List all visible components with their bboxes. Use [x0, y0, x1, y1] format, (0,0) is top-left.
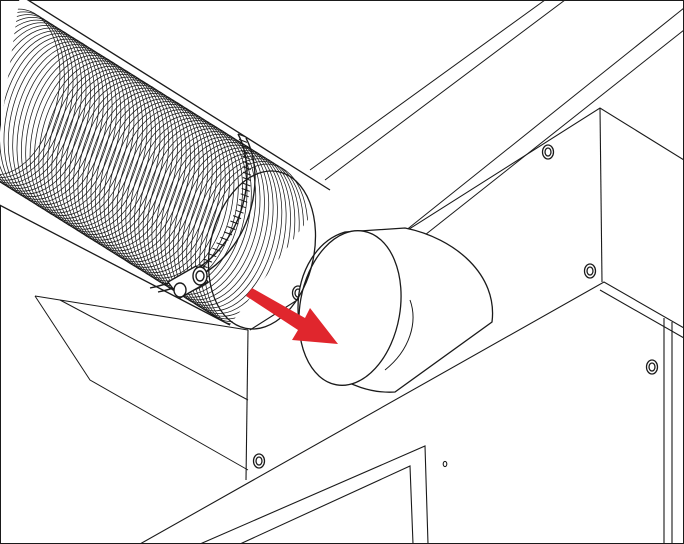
cabinet-left-edge — [245, 329, 249, 481]
clamp-tooth — [239, 144, 249, 149]
hose-corrugation-ring — [0, 27, 91, 195]
clamp-tooth — [232, 215, 242, 220]
hose-corrugation-ring — [186, 152, 291, 320]
arrow-shape — [246, 288, 338, 344]
hose-corrugation-ring — [151, 131, 257, 298]
hose-corrugation-ring — [112, 106, 217, 274]
hose-corrugation-ring — [0, 30, 96, 197]
screw-5 — [252, 453, 266, 469]
hose-corrugation-ring — [168, 142, 274, 309]
hose-corrugation-ring — [116, 109, 222, 276]
screw-2 — [583, 263, 597, 279]
clamp-tooth — [216, 242, 225, 247]
clamp-tooth — [240, 193, 249, 198]
cabinet-right-edge — [599, 107, 603, 283]
clamp-tooth — [242, 182, 251, 187]
screws — [252, 144, 659, 469]
hose-corrugation-ring — [0, 25, 87, 192]
hose-corrugation-ring — [160, 136, 265, 303]
hose-corrugation-ring — [155, 133, 261, 301]
clamp-tooth — [242, 160, 251, 165]
duct-collar — [297, 227, 494, 393]
hose-corrugation-ring — [20, 49, 126, 216]
hose-corrugation-ring — [0, 22, 83, 189]
clamp-tooth — [199, 264, 208, 269]
hose-corrugation-ring — [0, 11, 65, 178]
hose-corrugation-ring — [107, 104, 213, 271]
hose-corrugation-ring — [73, 82, 178, 249]
collar-opening — [298, 230, 402, 386]
hose-outline — [0, 0, 331, 330]
clamp-tooth — [203, 258, 213, 263]
hose-corrugation-ring — [134, 120, 239, 287]
side-flange — [34, 295, 249, 471]
hose-corrugation-ring — [55, 71, 161, 238]
hose-corrugation-ring — [33, 57, 139, 225]
screw-1 — [541, 144, 555, 160]
hose-corrugation-ring — [38, 60, 144, 227]
access-panel — [199, 445, 448, 544]
clamp-tooth — [208, 253, 217, 258]
hose-corrugation-ring — [0, 8, 61, 176]
hose-corrugation-ring — [129, 117, 235, 284]
clamp-tooth — [242, 166, 251, 171]
hose-corrugation-ring — [68, 79, 174, 246]
screw-4 — [645, 359, 659, 375]
hose-corrugation-ring — [0, 19, 78, 187]
hose-corrugation-ring — [60, 74, 165, 241]
clamp-screw-housing — [166, 265, 210, 299]
hose-corrugation-ring — [77, 84, 183, 252]
hose-corrugation-ring — [25, 52, 130, 219]
direction-arrow — [246, 288, 338, 344]
hose-corrugation-ring — [81, 87, 187, 255]
hose-corrugation-ring — [103, 101, 209, 268]
hose-corrugation-ring — [90, 93, 196, 260]
hose-corrugation-ring — [0, 14, 70, 181]
clamp-tooth — [220, 236, 229, 241]
clamp-tooth — [241, 187, 250, 192]
clamp-tooth — [238, 138, 248, 143]
clamp-tooth — [212, 247, 221, 252]
hose-corrugation-ring — [47, 65, 152, 233]
hose-corrugation-ring — [64, 76, 170, 244]
hose-corrugation-ring — [177, 147, 283, 314]
hose-corrugation-ring — [29, 55, 135, 222]
hose-corrugation-ring — [3, 38, 109, 206]
clamp-tooth — [223, 231, 233, 236]
hose-corrugation-ring — [0, 33, 100, 200]
clamp-tooth — [242, 177, 251, 181]
clamp-tooth — [242, 171, 252, 176]
hose-corrugation-ring — [164, 139, 270, 306]
hose-corrugation-ring — [94, 95, 200, 263]
hose-corrugation-ring — [120, 112, 226, 279]
clamp-tooth — [230, 220, 239, 225]
hose-corrugation-ring — [86, 90, 191, 257]
clamp-tooth — [235, 209, 244, 214]
clamp-tooth — [237, 204, 246, 209]
hose-corrugation-ring — [42, 63, 148, 230]
clamp-tooth — [240, 149, 250, 154]
hose-corrugation-ring — [12, 44, 117, 211]
clamp-tooth — [227, 226, 236, 230]
hose-clamp — [149, 133, 256, 299]
hose-corrugation-ring — [125, 114, 231, 282]
hose-corrugation-ring — [51, 68, 157, 235]
cabinet-front-top-edge — [139, 281, 684, 544]
hose-corrugation-ring — [7, 41, 113, 208]
hose-corrugation-ring — [99, 98, 204, 265]
hose-corrugation-ring — [0, 17, 74, 184]
clamp-tooth — [241, 155, 250, 160]
clamp-tooth — [237, 133, 247, 138]
clamp-tooth — [239, 198, 248, 203]
hose-corrugation-ring — [16, 46, 122, 214]
flexible-duct-hose — [0, 0, 331, 330]
